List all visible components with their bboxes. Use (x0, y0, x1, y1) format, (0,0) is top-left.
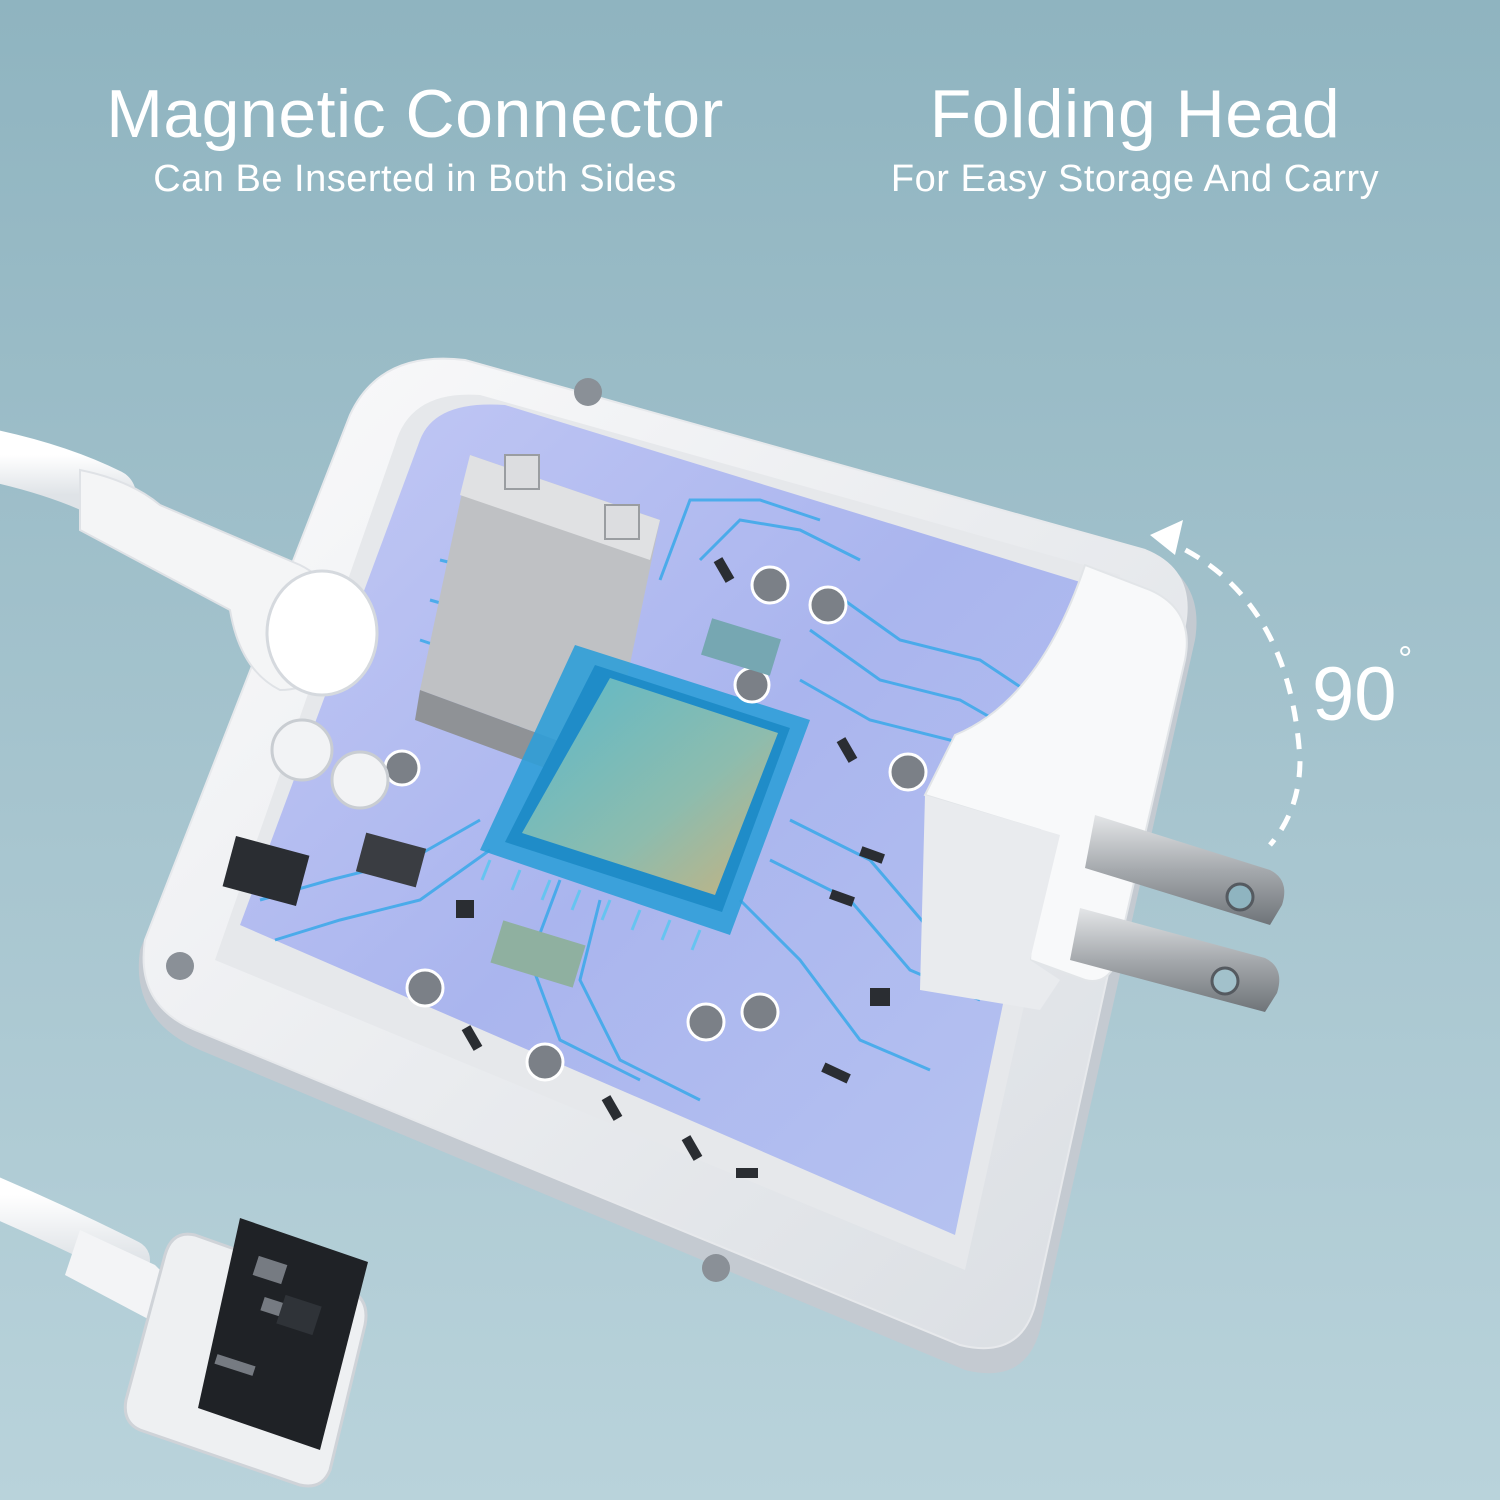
rotation-arrow-icon (1150, 520, 1303, 847)
main-processor-chip (480, 645, 810, 951)
rotation-angle: 90 (1312, 652, 1397, 737)
folding-head-feature: Folding Head For Easy Storage And Carry (810, 72, 1460, 202)
folding-plug-head (920, 563, 1285, 1012)
degree-symbol: ° (1398, 638, 1413, 679)
magnetic-connector-feature: Magnetic Connector Can Be Inserted in Bo… (55, 72, 775, 202)
magnetic-connector-subtitle: Can Be Inserted in Both Sides (153, 158, 677, 200)
magnetic-connector-title: Magnetic Connector (106, 76, 724, 152)
folding-head-subtitle: For Easy Storage And Carry (890, 158, 1380, 200)
magnetic-connector (0, 1177, 368, 1488)
folding-head-title: Folding Head (929, 76, 1341, 152)
adapter-cable (0, 430, 379, 697)
plug-prongs (1070, 815, 1285, 1012)
circuit-board (222, 404, 1090, 1235)
